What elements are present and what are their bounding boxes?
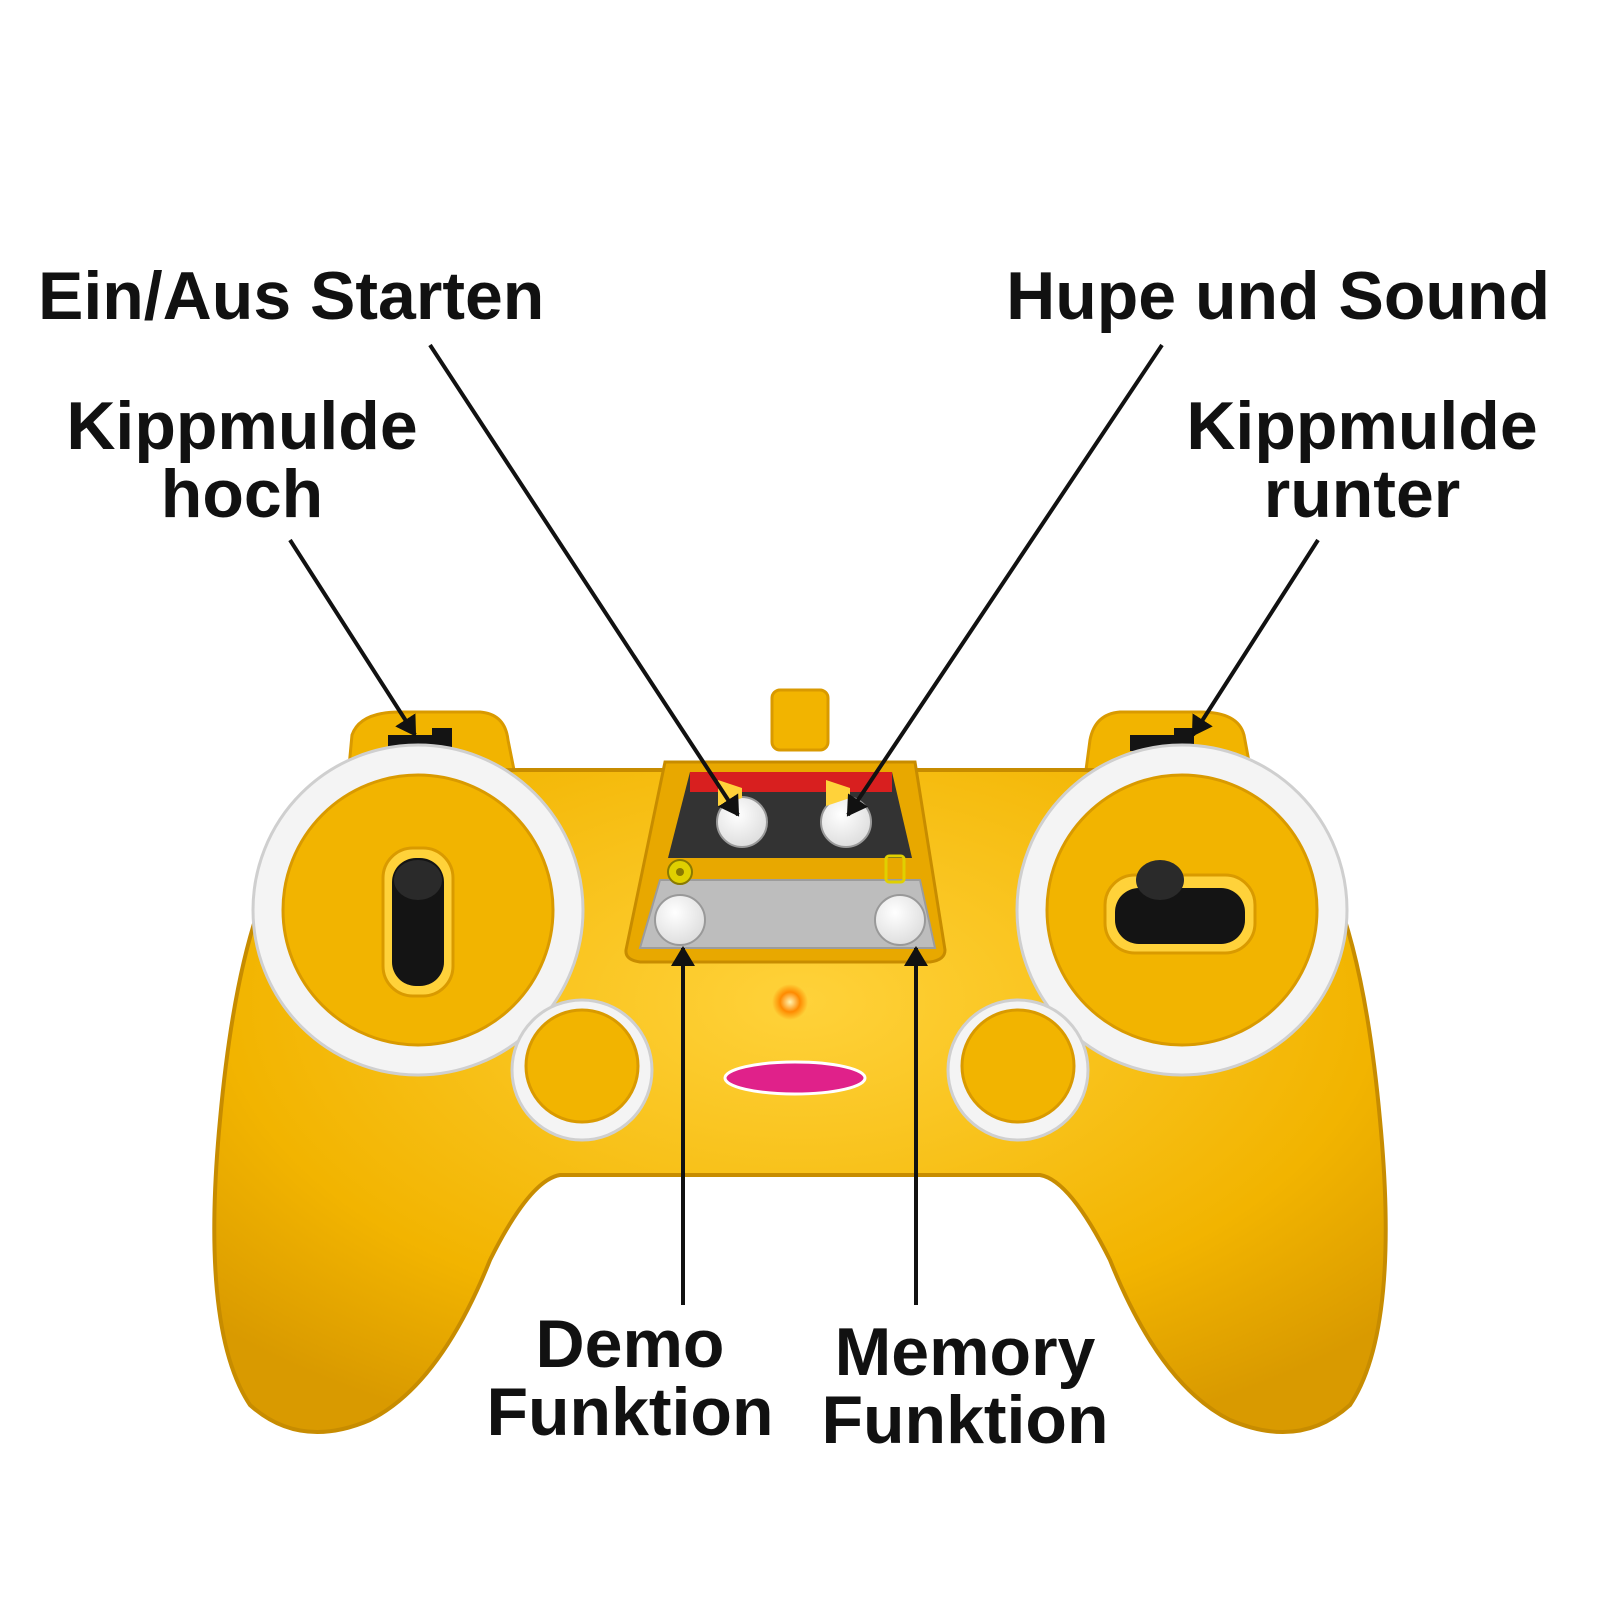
panel-lower-plate [638,879,937,949]
power-start-button[interactable] [716,796,768,848]
right-stick[interactable] [1115,888,1245,944]
right-stick-knob [1136,860,1184,900]
label-dump-up: Kippmulde hoch [62,392,422,528]
arrow-power-start [428,343,740,817]
label-dump-down: Kippmulde runter [1182,392,1542,528]
horn-icon [826,780,850,806]
label-power-start: Ein/Aus Starten [38,262,544,330]
label-dump-up-line1: Kippmulde [66,388,418,464]
memory-button[interactable] [874,894,926,946]
arrow-horn-sound [846,343,1164,817]
label-horn-sound-text: Hupe und Sound [1006,258,1550,334]
label-memory: Memory Funktion [815,1318,1115,1454]
gear-icon [667,859,693,885]
left-stick-knob [394,860,442,900]
arrow-dump-up [288,538,417,737]
label-demo: Demo Funktion [480,1310,780,1446]
label-memory-line2: Funktion [821,1382,1109,1458]
label-memory-line1: Memory [834,1314,1096,1390]
arrow-dump-down [1191,538,1320,737]
label-power-start-text: Ein/Aus Starten [38,258,545,334]
demo-button[interactable] [654,894,706,946]
label-demo-line1: Demo [535,1306,725,1382]
label-dump-up-line2: hoch [160,456,324,532]
label-horn-sound: Hupe und Sound [1006,262,1550,330]
power-led [772,984,808,1020]
right-front-button[interactable] [960,1008,1076,1124]
brand-logo [723,1060,867,1096]
label-demo-line2: Funktion [486,1374,774,1450]
memory-icon [884,854,906,884]
label-dump-down-line2: runter [1263,456,1461,532]
antenna [770,688,830,752]
label-dump-down-line1: Kippmulde [1186,388,1538,464]
left-front-button[interactable] [524,1008,640,1124]
